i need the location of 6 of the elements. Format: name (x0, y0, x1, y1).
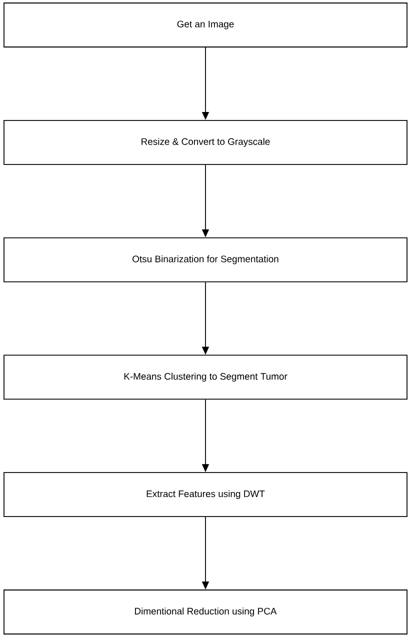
process-box: Otsu Binarization for Segmentation (4, 237, 408, 282)
process-box: K-Means Clustering to Segment Tumor (4, 354, 408, 400)
process-box: Resize & Convert to Grayscale (4, 120, 408, 165)
process-box: Dimentional Reduction using PCA (4, 590, 408, 634)
process-box: Extract Features using DWT (4, 472, 408, 518)
process-box: Get an Image (4, 2, 408, 48)
